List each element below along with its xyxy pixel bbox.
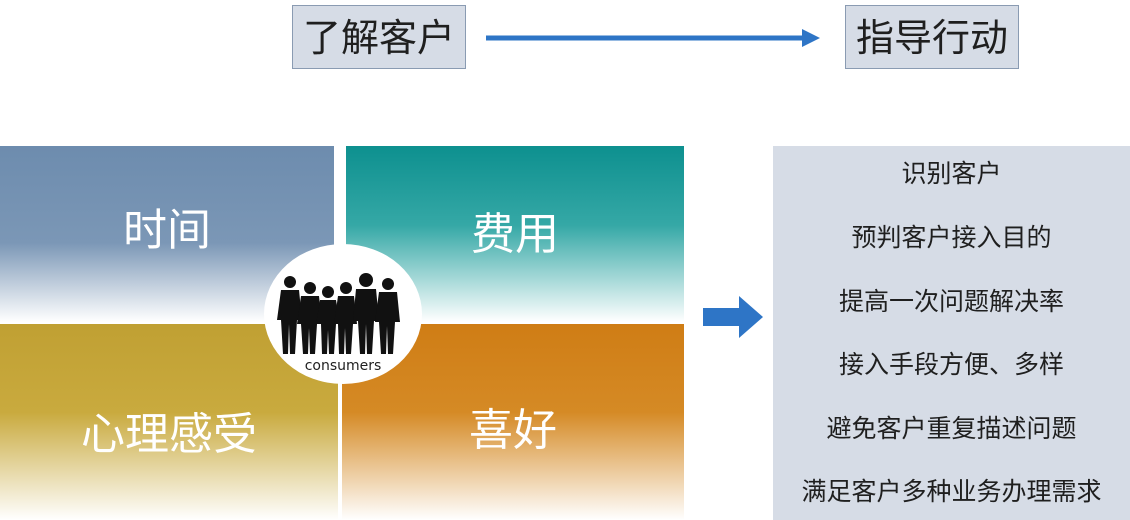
quadrant-psychological-feeling: 心理感受 <box>0 324 338 520</box>
goal-item-first-contact-resolution: 提高一次问题解决率 <box>838 287 1064 316</box>
goal-item-access-channels: 接入手段方便、多样 <box>838 350 1064 379</box>
goal-item-multi-service: 满足客户多种业务办理需求 <box>801 477 1102 506</box>
guide-action-label: 指导行动 <box>855 16 1008 60</box>
quadrant-preference-label: 喜好 <box>469 405 557 456</box>
quadrant-cost-label: 费用 <box>471 209 559 260</box>
people-silhouette-icon <box>277 273 400 354</box>
goal-item-identify-customer: 识别客户 <box>901 159 1002 188</box>
guide-action-box: 指导行动 <box>845 5 1019 69</box>
quadrant-psych-label: 心理感受 <box>81 409 257 460</box>
quadrant-time-label: 时间 <box>123 205 211 256</box>
top-right-arrow-icon <box>486 29 820 47</box>
goal-item-avoid-repetition: 避免客户重复描述问题 <box>826 414 1077 443</box>
consumers-circle: consumers <box>264 244 422 384</box>
goals-panel: 识别客户 预判客户接入目的 提高一次问题解决率 接入手段方便、多样 避免客户重复… <box>773 146 1130 520</box>
right-block-arrow-icon <box>703 296 763 338</box>
consumers-label: consumers <box>304 358 382 374</box>
goal-item-predict-intent: 预判客户接入目的 <box>851 223 1052 252</box>
understand-customer-label: 了解客户 <box>302 16 455 60</box>
understand-customer-box: 了解客户 <box>292 5 466 69</box>
quadrant-preference: 喜好 <box>342 324 684 520</box>
